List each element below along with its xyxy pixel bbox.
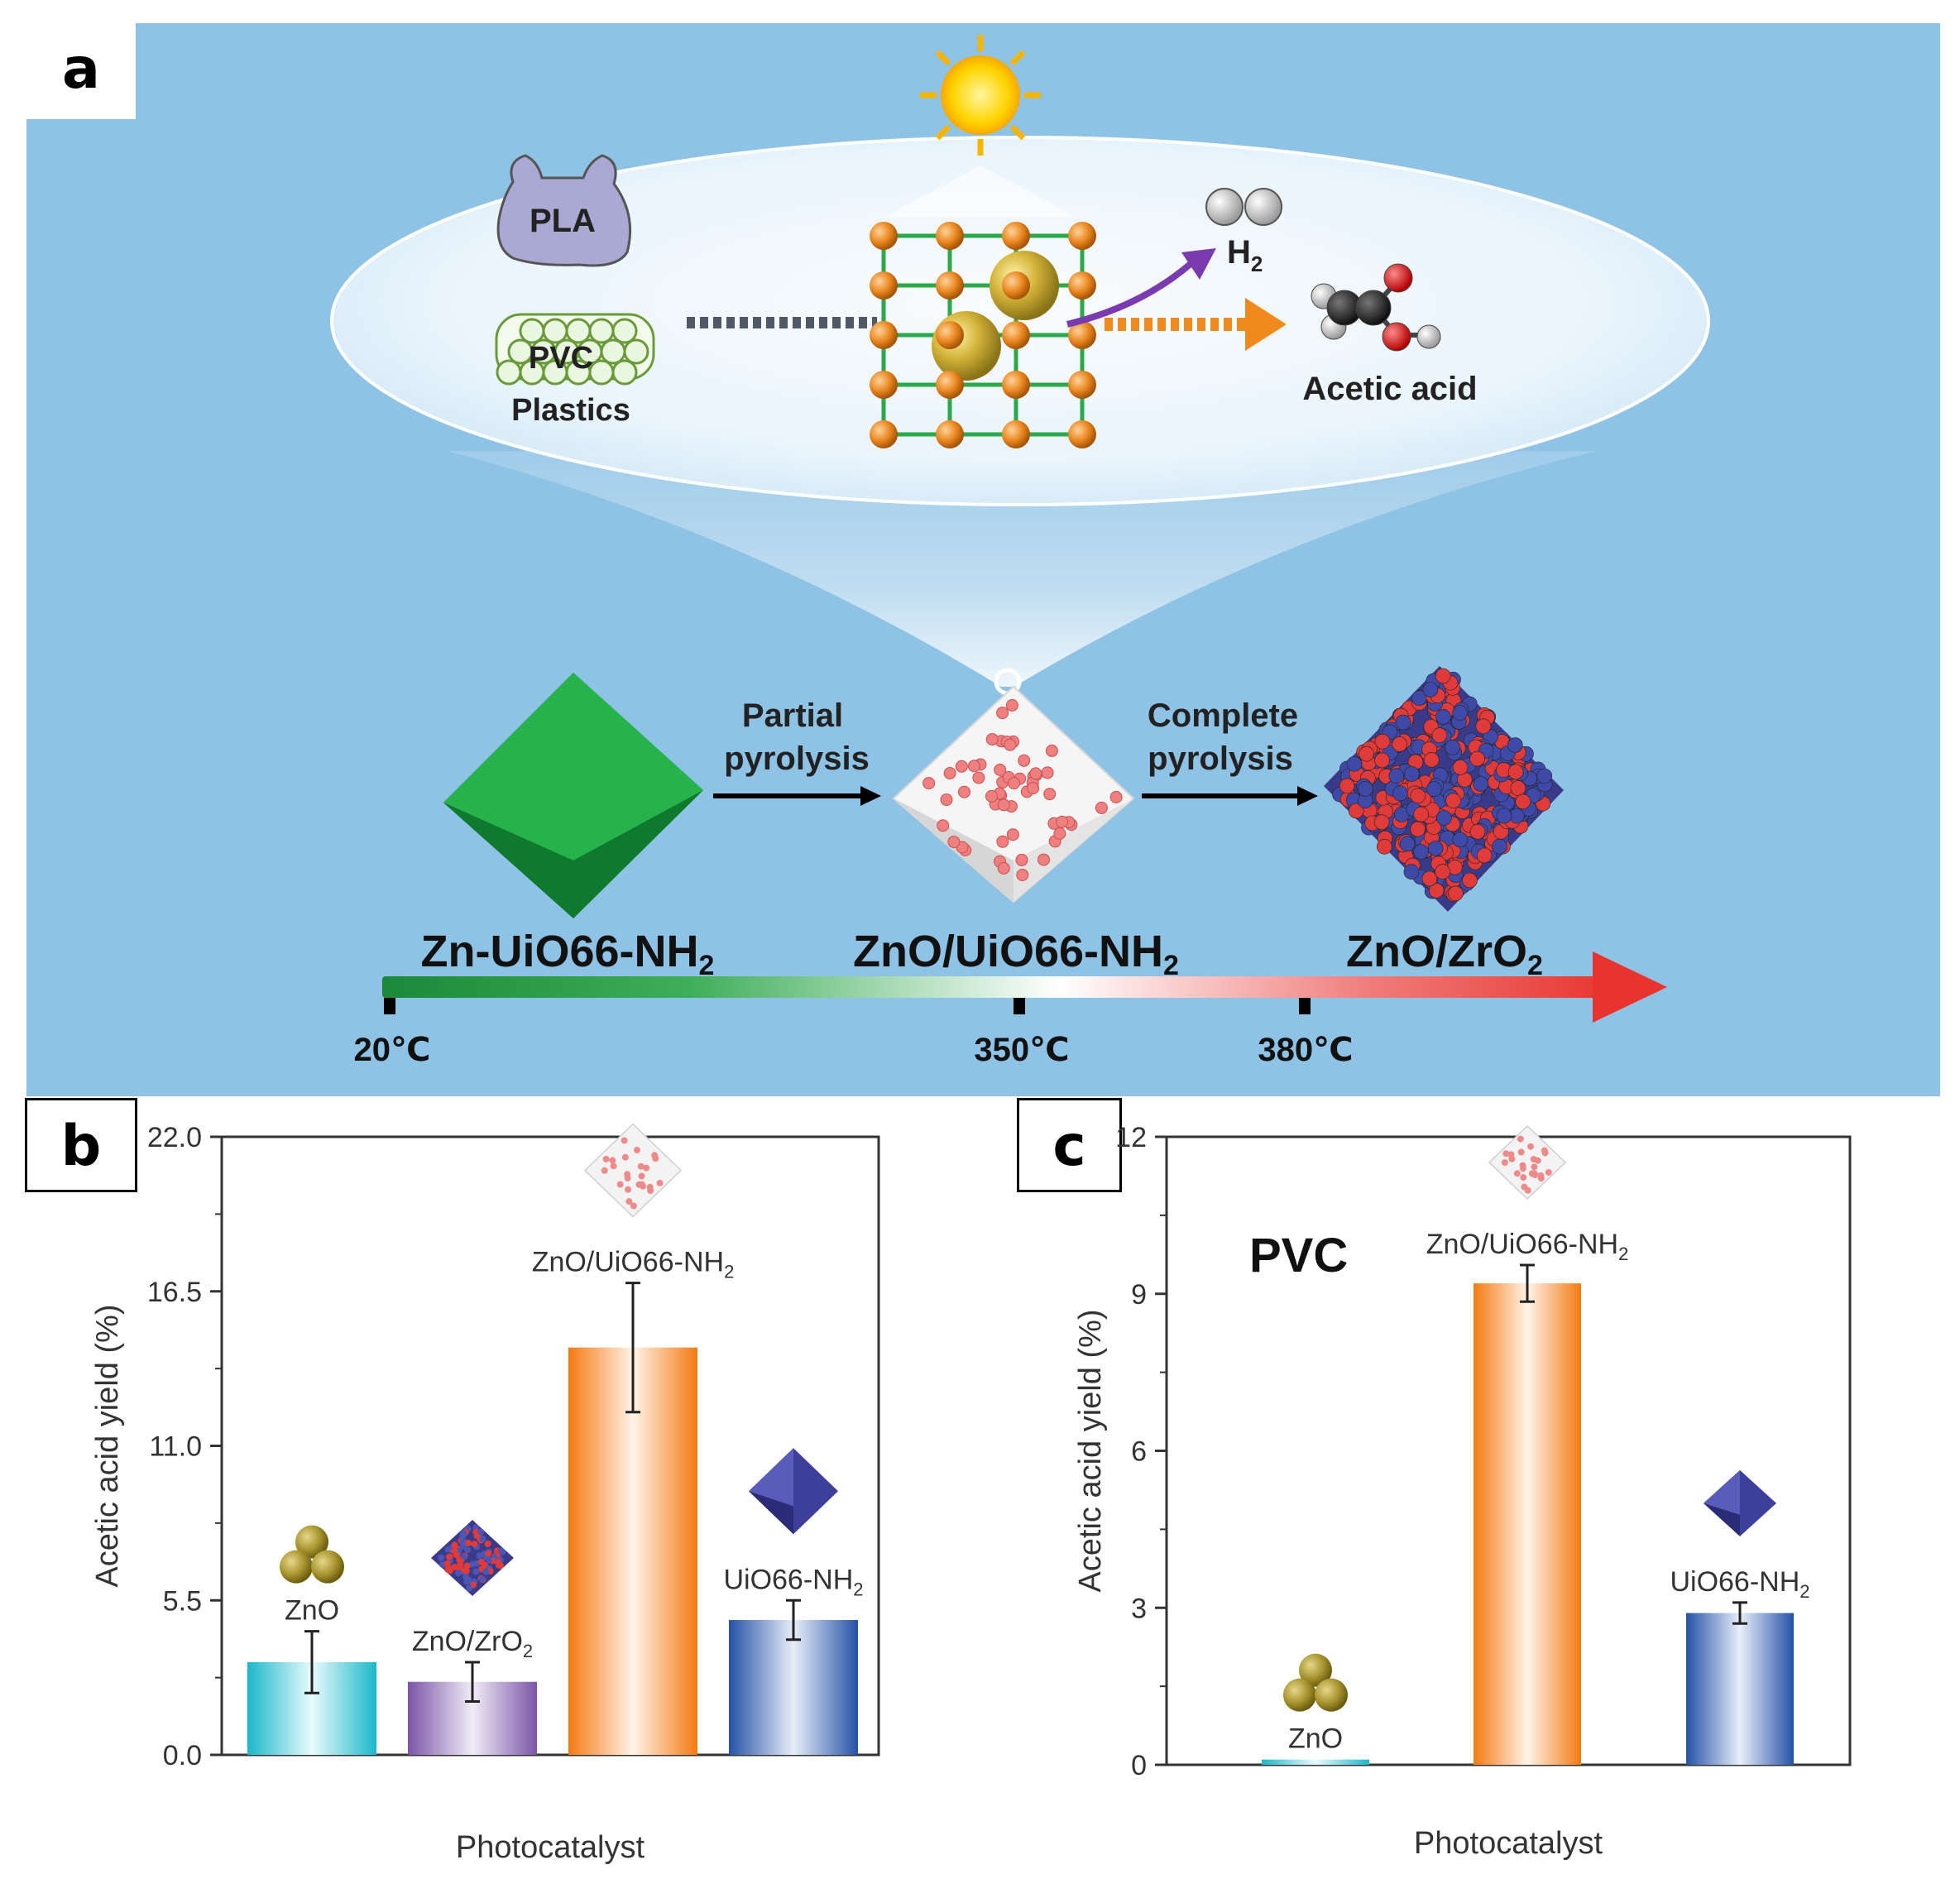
y-tick-label: 11.0 — [149, 1431, 202, 1463]
bar-2 — [1686, 1613, 1794, 1765]
bar-2 — [568, 1347, 697, 1755]
x-axis-label: Photocatalyst — [1414, 1826, 1603, 1861]
category-label-3: UiO66-NH2 — [723, 1564, 863, 1599]
material-label-3: ZnO/ZrO2 — [1346, 927, 1543, 981]
temp-label-350: 350℃ — [974, 1032, 1069, 1068]
y-tick-label: 22.0 — [147, 1122, 202, 1153]
y-tick-label: 0 — [1131, 1750, 1147, 1781]
y-tick-label: 3 — [1131, 1593, 1147, 1624]
temperature-arrow — [382, 951, 1667, 1023]
zn-uio66-octahedron-icon — [443, 673, 703, 918]
category-label-2: ZnO/UiO66-NH2 — [532, 1247, 735, 1282]
zno-icon — [1283, 1653, 1348, 1712]
mof-lattice-icon — [870, 222, 1096, 448]
zno-uio66-icon — [1488, 1124, 1567, 1201]
y-tick-label: 9 — [1131, 1279, 1147, 1311]
y-tick-label: 6 — [1131, 1436, 1147, 1468]
material-label-1: Zn-UiO66-NH2 — [421, 927, 715, 981]
h2-arrow — [1066, 260, 1194, 328]
uio66-icon — [749, 1448, 838, 1535]
pla-label: PLA — [530, 203, 596, 239]
temp-label-20: 20℃ — [354, 1032, 431, 1068]
temp-tick-350 — [1014, 998, 1025, 1014]
category-label-1: ZnO/UiO66-NH2 — [1426, 1229, 1629, 1264]
plastic-bag-icon: PLA — [496, 154, 632, 267]
chart-annotation: PVC — [1249, 1229, 1348, 1282]
category-label-0: ZnO — [1288, 1723, 1343, 1755]
acetic-acid-molecule-icon — [1311, 263, 1441, 352]
category-label-0: ZnO — [285, 1595, 339, 1627]
bar-1 — [1474, 1283, 1581, 1765]
temp-label-380: 380℃ — [1258, 1032, 1353, 1068]
uio66-icon — [1704, 1469, 1776, 1536]
bar-0 — [247, 1661, 376, 1755]
sun-icon — [920, 35, 1041, 156]
bar-3 — [729, 1620, 858, 1755]
panel-label-b: b — [25, 1098, 137, 1192]
zno-uio66-icon — [583, 1123, 683, 1218]
temp-tick-380 — [1299, 998, 1311, 1014]
zoom-cone — [447, 451, 1597, 687]
acetic-acid-label: Acetic acid — [1302, 371, 1477, 407]
zno-icon — [280, 1525, 344, 1584]
category-label-2: UiO66-NH2 — [1670, 1566, 1809, 1602]
material-label-2: ZnO/UiO66-NH2 — [853, 927, 1179, 981]
x-axis-label: Photocatalyst — [456, 1830, 645, 1865]
plastics-caption: Plastics — [511, 393, 630, 428]
partial-label-1: Partial — [742, 697, 843, 734]
partial-pyrolysis-arrow — [713, 786, 881, 806]
zno-zro2-icon — [431, 1519, 514, 1596]
temp-tick-20 — [384, 998, 395, 1014]
complete-label-2: pyrolysis — [1148, 741, 1293, 777]
panel-label-a: a — [26, 23, 136, 119]
partial-label-2: pyrolysis — [724, 741, 870, 777]
pvc-label: PVC — [529, 341, 593, 376]
y-tick-label: 5.5 — [163, 1585, 202, 1617]
category-label-1: ZnO/ZrO2 — [412, 1626, 533, 1661]
bar-0 — [1262, 1759, 1369, 1765]
y-tick-label: 16.5 — [147, 1277, 202, 1308]
zno-uio66-octahedron-icon — [892, 685, 1135, 903]
bar-1 — [408, 1681, 537, 1755]
pvc-pipes-icon — [495, 313, 655, 386]
plot-frame — [220, 1135, 880, 1757]
y-axis-label: Acetic acid yield (%) — [90, 1304, 125, 1587]
plot-frame — [1165, 1135, 1852, 1766]
zno-zro2-octahedron-icon — [1324, 666, 1564, 912]
y-tick-label: 0.0 — [163, 1740, 202, 1771]
panel-label-c: c — [1017, 1098, 1122, 1192]
y-axis-label: Acetic acid yield (%) — [1073, 1309, 1108, 1592]
h2-label: H2 — [1227, 234, 1263, 276]
complete-label-1: Complete — [1148, 697, 1298, 734]
light-cone — [885, 165, 1076, 217]
h2-molecule-icon — [1205, 188, 1282, 226]
complete-pyrolysis-arrow — [1142, 786, 1318, 806]
schematic-panel: PLA PVC Plastics H2 Acetic acid — [26, 23, 1940, 1096]
